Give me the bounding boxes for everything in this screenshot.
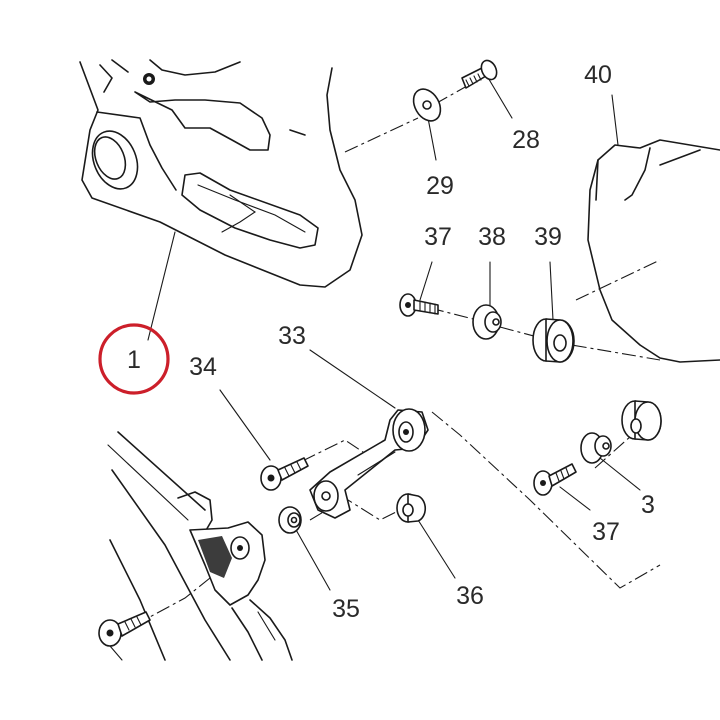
label-part-28: 28 [512,126,540,154]
label-part-37-lower: 37 [592,518,620,546]
label-part-35: 35 [332,595,360,623]
screw-part-34 [260,457,309,491]
leader-lines [147,75,641,591]
label-part-3x: 3 [641,491,655,519]
washer-part-35 [278,506,302,534]
frame-bracket-part-1 [79,59,363,288]
linkage-arm-part-33 [309,408,429,519]
screw-part-28 [461,59,498,89]
label-part-1: 1 [127,346,141,374]
lower-frame-section [107,431,293,661]
screw-bottom-left [98,611,151,661]
label-part-29: 29 [426,172,454,200]
screw-part-37-upper [399,293,439,317]
label-part-36: 36 [456,582,484,610]
highlight-circle [98,323,170,395]
spacer-part-39 [532,318,575,363]
screw-part-37-lower [533,463,577,496]
washer-and-spacer-part-3x [580,400,662,464]
bushing-part-38 [472,304,502,340]
cover-part-40 [587,139,720,363]
part-number-labels: 1 28 29 33 34 35 36 37 37 38 39 3 40 [127,61,655,623]
label-part-34: 34 [189,353,217,381]
label-part-37-upper: 37 [424,223,452,251]
bushing-part-36 [396,493,427,523]
label-part-40: 40 [584,61,612,89]
label-part-38: 38 [478,223,506,251]
label-part-33: 33 [278,322,306,350]
label-part-39: 39 [534,223,562,251]
washer-part-29 [412,88,442,122]
